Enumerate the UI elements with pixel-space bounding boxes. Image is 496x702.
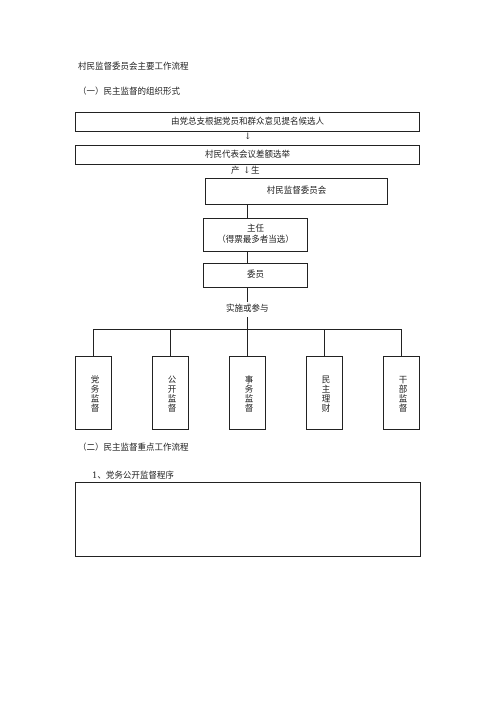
- produce-label-left: 产: [231, 166, 240, 176]
- nomination-box: 由党总支根据党员和群众意见提名候选人: [75, 112, 420, 132]
- empty-process-box: [75, 482, 421, 557]
- subsection-heading: 1、党务公开监督程序: [92, 471, 174, 481]
- branch-box-openness: 公开监督: [152, 356, 189, 430]
- section-heading-organization: （一）民主监督的组织形式: [78, 87, 181, 97]
- down-arrow-icon: ↓: [243, 166, 251, 176]
- branch-box-party-affairs: 党务监督: [75, 356, 112, 430]
- produce-label-right: 生: [251, 166, 260, 176]
- section-heading-workflow: （二）民主监督重点工作流程: [78, 443, 189, 453]
- branch-label: 公开监督: [166, 375, 176, 413]
- connector-line: [247, 317, 248, 329]
- branch-drop-line: [401, 329, 402, 356]
- branch-drop-line: [247, 329, 248, 356]
- branch-label: 党务监督: [89, 375, 99, 413]
- connector-line: [247, 288, 248, 302]
- branch-box-cadre: 干部监督: [383, 356, 420, 430]
- member-box: 委员: [203, 263, 308, 288]
- connector-line: [247, 252, 248, 263]
- document-title: 村民监督委员会主要工作流程: [78, 62, 189, 72]
- branch-drop-line: [324, 329, 325, 356]
- director-note: （得票最多者当选）: [217, 235, 294, 245]
- branch-drop-line: [170, 329, 171, 356]
- implement-label: 实施或参与: [226, 304, 269, 314]
- branch-label: 干部监督: [397, 375, 407, 413]
- branch-drop-line: [93, 329, 94, 356]
- director-title: 主任: [246, 224, 264, 234]
- branch-box-affairs: 事务监督: [229, 356, 266, 430]
- election-box: 村民代表会议差额选举: [75, 145, 420, 165]
- down-arrow-icon: ↓: [244, 132, 252, 142]
- branch-label: 民主理财: [320, 375, 330, 413]
- branch-label: 事务监督: [243, 375, 253, 413]
- branch-box-finance: 民主理财: [306, 356, 343, 430]
- connector-line: [247, 205, 248, 218]
- committee-box: 村民监督委员会: [205, 178, 388, 205]
- director-box: 主任 （得票最多者当选）: [203, 218, 308, 252]
